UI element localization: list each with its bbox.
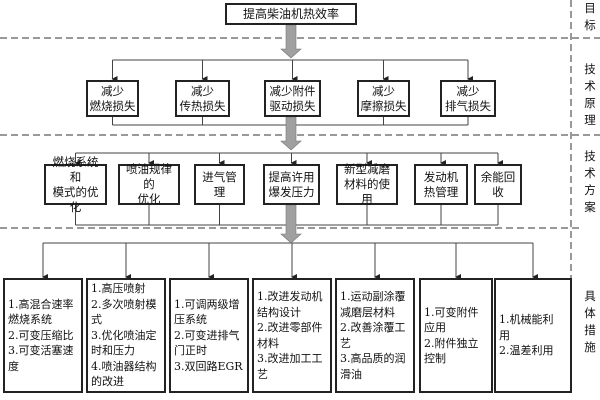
- measure-box: 1.运动副涂覆 减磨层材料 2.改善涂覆工 艺 3.高品质的润 滑油: [335, 278, 415, 393]
- side-label-principle: 技术原理: [584, 62, 596, 127]
- side-label-measures: 具体措施: [584, 289, 596, 354]
- flow-arrow: [280, 24, 302, 59]
- flow-arrow: [280, 204, 302, 244]
- section-dividers: [0, 0, 600, 300]
- scheme-box: 喷油规律的 优化: [118, 162, 180, 206]
- measure-box: 1.机械能利 用 2.温差利用: [494, 278, 572, 393]
- goal-box: 提高柴油机热效率: [225, 3, 357, 25]
- flow-arrow: [280, 116, 302, 151]
- scheme-box: 发动机 热管理: [414, 164, 468, 205]
- measure-box: 1.改进发动机 结构设计 2.改进零部件 材料 3.改进加工工 艺: [252, 278, 332, 393]
- measure-box: 1.高混合速率 燃烧系统 2.可变压缩比 3.可变活塞速 度: [3, 278, 83, 393]
- side-label-goal: 目标: [584, 1, 596, 32]
- measure-box: 1.可变附件 应用 2.附件独立 控制: [419, 278, 493, 393]
- side-label-scheme: 技术方案: [584, 149, 596, 214]
- measure-box: 1.可调两级增 压系统 2.可变进排气 门正时 3.双回路EGR: [169, 278, 249, 393]
- scheme-box: 余能回收: [474, 164, 522, 205]
- principle-box: 减少附件 驱动损失: [264, 80, 321, 117]
- scheme-box: 进气管理: [194, 164, 245, 205]
- scheme-box: 提高许用 爆发压力: [263, 164, 320, 205]
- scheme-box: 燃烧系统和 模式的优化: [44, 155, 107, 214]
- measure-box: 1.高压喷射 2.多次喷射模 式 3.优化喷油定 时和压力 4.喷油器结构 的改…: [86, 278, 166, 393]
- scheme-box: 新型减磨 材料的使用: [336, 162, 398, 206]
- principle-box: 减少 摩擦损失: [357, 80, 410, 117]
- principle-box: 减少 传热损失: [175, 80, 230, 117]
- principle-box: 减少 燃烧损失: [86, 80, 139, 117]
- principle-box: 减少 排气损失: [440, 80, 496, 117]
